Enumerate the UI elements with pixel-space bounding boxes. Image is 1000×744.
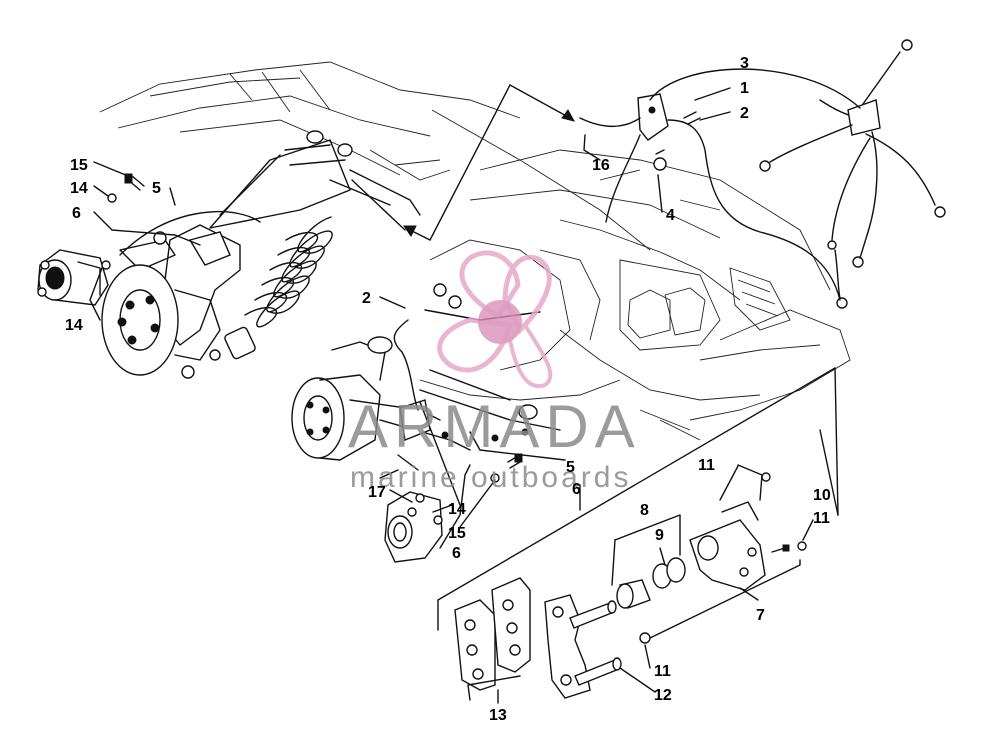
washer-11-right <box>797 541 807 551</box>
coil-spring <box>224 216 333 360</box>
callout-10: 10 <box>813 487 831 504</box>
callout-12: 12 <box>654 687 672 704</box>
center-brake-line-2 <box>393 319 419 411</box>
center-bolt-15 <box>507 453 523 469</box>
center-brake-caliper <box>384 491 443 563</box>
callout-11-bottom: 11 <box>654 663 671 680</box>
washer-11-bracket <box>639 632 651 644</box>
callout-2: 2 <box>740 105 749 122</box>
callout-8: 8 <box>640 502 649 519</box>
callout-14-center: 14 <box>448 501 466 518</box>
propeller-logo <box>437 250 553 389</box>
callout-11-top: 11 <box>698 457 715 474</box>
pins-12 <box>569 600 622 686</box>
callout-6-left: 6 <box>72 205 81 222</box>
callout-5-left: 5 <box>152 180 161 197</box>
left-brake-caliper <box>37 249 109 306</box>
callout-11-right: 11 <box>813 510 830 527</box>
callout-4: 4 <box>666 207 675 224</box>
center-washer-14 <box>490 473 500 483</box>
callout-2-center: 2 <box>362 290 371 307</box>
callout-17: 17 <box>368 484 386 501</box>
brake-hose-assembly <box>579 39 946 309</box>
seals-9 <box>652 557 686 589</box>
callout-5-center: 5 <box>566 459 575 476</box>
callout-9: 9 <box>655 527 664 544</box>
snowmobile-body-outline <box>99 61 851 441</box>
watermark-subtitle: marine outboards <box>350 461 631 494</box>
armada-watermark: ARMADA marine outboards <box>348 250 641 494</box>
callout-14-left: 14 <box>70 180 88 197</box>
callout-15-center: 15 <box>448 525 466 542</box>
callout-15-left: 15 <box>70 157 88 174</box>
callout-7: 7 <box>756 607 765 624</box>
caliper-housing-7 <box>689 501 766 591</box>
left-washer-14-lower <box>101 260 111 270</box>
callout-6-center: 6 <box>452 545 461 562</box>
callout-16: 16 <box>592 157 610 174</box>
callout-6-right: 6 <box>572 481 581 498</box>
left-bolt-15 <box>124 173 145 191</box>
piston-8 <box>616 579 651 609</box>
callout-labels: 3 1 2 16 4 15 14 5 6 14 2 5 6 17 14 15 6… <box>65 55 831 724</box>
left-suspension-assembly <box>101 130 421 379</box>
brake-plates-13 <box>454 577 531 691</box>
callout-14-left-lower: 14 <box>65 317 83 334</box>
left-brake-line <box>119 210 261 256</box>
callout-13: 13 <box>489 707 507 724</box>
left-washer-14 <box>107 193 117 203</box>
bleeder-10 <box>771 544 790 553</box>
callout-1: 1 <box>740 80 749 97</box>
callout-3: 3 <box>740 55 749 72</box>
watermark-title: ARMADA <box>348 393 641 460</box>
washer-11-top <box>761 472 771 482</box>
leader-lines <box>89 68 861 704</box>
